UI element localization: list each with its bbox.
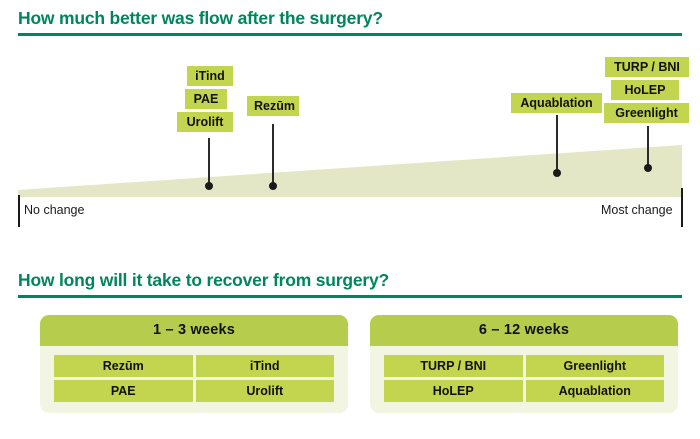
recovery-panel-long-grid: TURP / BNI Greenlight HoLEP Aquablation [384, 355, 664, 402]
marker-dot-aquablation [553, 169, 561, 177]
heading-recover-suffix: ? [378, 270, 390, 290]
heading-flow-suffix: after the surgery? [232, 8, 383, 28]
chip-itind[interactable]: iTind [187, 66, 233, 86]
chip-turp-bni[interactable]: TURP / BNI [605, 57, 689, 77]
axis-label-most-change: Most change [601, 203, 673, 217]
page-title-recover: How long will it take to recover from su… [18, 270, 389, 291]
chip-pae[interactable]: PAE [185, 89, 227, 109]
scale-wedge-shape [18, 145, 682, 197]
chip-greenlight[interactable]: Greenlight [604, 103, 689, 123]
leader-line-aquablation [556, 115, 558, 173]
heading-divider-flow [18, 33, 682, 36]
recovery-panel-short-title: 1 – 3 weeks [40, 315, 348, 346]
heading-divider-recover [18, 295, 682, 298]
heading-recover-prefix: How long will it take to [18, 270, 207, 290]
heading-flow-prefix: How much better was [18, 8, 199, 28]
leader-line-right-cluster [647, 126, 649, 168]
recovery-panel-long-title: 6 – 12 weeks [370, 315, 678, 346]
recovery-item-long-1[interactable]: Greenlight [525, 355, 664, 377]
axis-tick-left [18, 195, 20, 227]
chip-rezum[interactable]: Rezūm [247, 96, 299, 116]
chip-holep[interactable]: HoLEP [611, 80, 679, 100]
axis-label-no-change: No change [24, 203, 85, 217]
marker-dot-rezum [269, 182, 277, 190]
chip-aquablation[interactable]: Aquablation [511, 93, 602, 113]
recovery-panel-short: 1 – 3 weeks Rezūm iTind PAE Urolift [40, 315, 348, 413]
recovery-panel-long: 6 – 12 weeks TURP / BNI Greenlight HoLEP… [370, 315, 678, 413]
page-title-flow: How much better was flow after the surge… [18, 8, 383, 29]
recovery-item-short-3[interactable]: Urolift [195, 380, 334, 402]
recovery-panel-short-body: Rezūm iTind PAE Urolift [40, 346, 348, 413]
recovery-panel-long-body: TURP / BNI Greenlight HoLEP Aquablation [370, 346, 678, 413]
recovery-panel-short-grid: Rezūm iTind PAE Urolift [54, 355, 334, 402]
recovery-item-short-2[interactable]: PAE [54, 380, 193, 402]
axis-tick-right [681, 188, 683, 227]
recovery-item-long-3[interactable]: Aquablation [525, 380, 664, 402]
chip-urolift[interactable]: Urolift [177, 112, 233, 132]
heading-flow-emphasis: flow [198, 8, 233, 28]
leader-line-left-cluster [208, 138, 210, 186]
recovery-item-long-2[interactable]: HoLEP [384, 380, 523, 402]
recovery-item-long-0[interactable]: TURP / BNI [384, 355, 523, 377]
heading-recover-emphasis: recover from surgery [206, 270, 379, 290]
recovery-item-short-1[interactable]: iTind [195, 355, 334, 377]
marker-dot-right-cluster [644, 164, 652, 172]
leader-line-rezum [272, 124, 274, 186]
marker-dot-left-cluster [205, 182, 213, 190]
recovery-item-short-0[interactable]: Rezūm [54, 355, 193, 377]
flow-improvement-scale: No change Most change iTind PAE Urolift … [0, 48, 700, 227]
